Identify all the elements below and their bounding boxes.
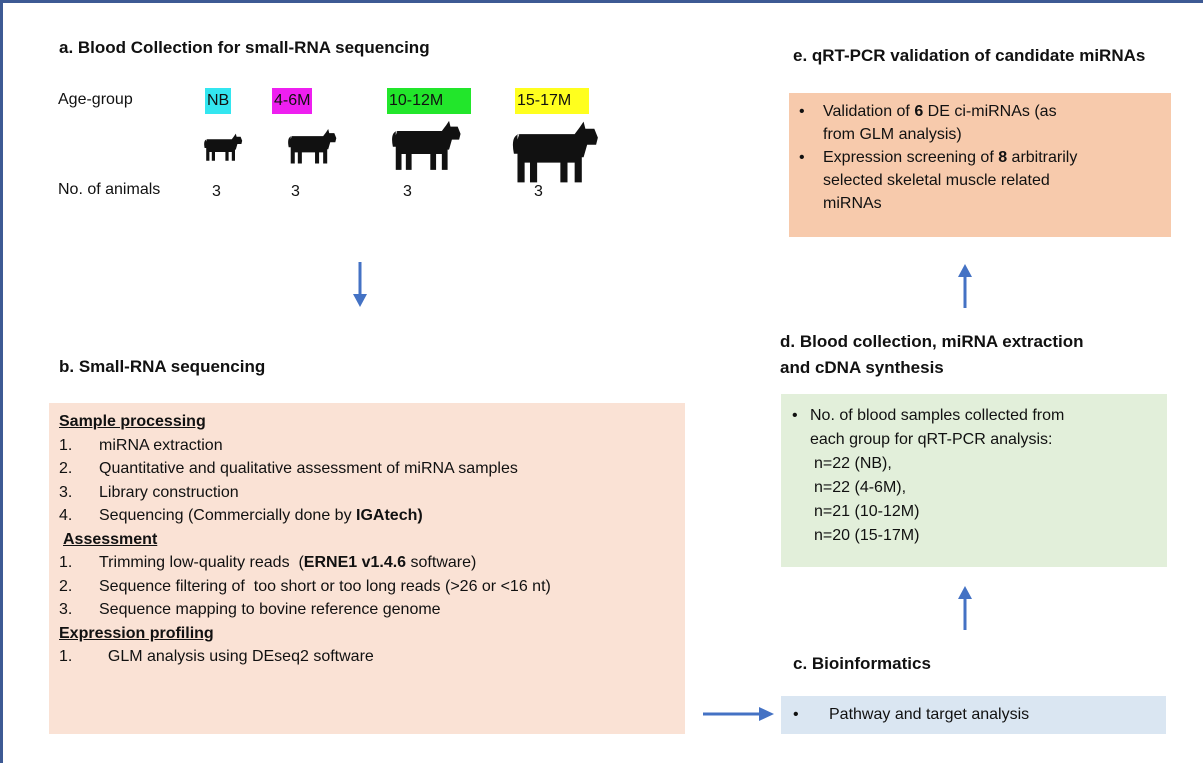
arrow-c-to-d bbox=[958, 586, 972, 630]
sample-count: n=22 (NB), bbox=[814, 455, 892, 472]
list-item: 1.Trimming low-quality reads (ERNE1 v1.4… bbox=[59, 554, 477, 571]
cow-4-6m-icon bbox=[288, 129, 337, 164]
section-e-title: e. qRT-PCR validation of candidate miRNA… bbox=[793, 46, 1146, 65]
count-4-6m: 3 bbox=[291, 183, 300, 200]
arrow-d-to-e bbox=[958, 264, 972, 308]
arrow-b-to-c bbox=[703, 707, 774, 721]
cow-nb-icon bbox=[204, 133, 243, 161]
cow-10-12m-icon bbox=[392, 120, 461, 170]
qrt-pcr-validation-box: •Validation of 6 DE ci-miRNAs (as from G… bbox=[789, 93, 1171, 237]
arrow-a-to-b bbox=[353, 262, 367, 307]
sample-count: n=22 (4-6M), bbox=[814, 479, 907, 496]
list-item: 3.Library construction bbox=[59, 483, 239, 501]
expression-profiling-heading: Expression profiling bbox=[59, 624, 214, 642]
section-c-title: c. Bioinformatics bbox=[793, 654, 931, 673]
animals-label: No. of animals bbox=[58, 181, 161, 198]
cow-15-17m-icon bbox=[512, 121, 598, 183]
count-10-12m: 3 bbox=[403, 183, 412, 200]
section-a-title: a. Blood Collection for small-RNA sequen… bbox=[59, 38, 430, 57]
tag-4-6m: 4-6M bbox=[272, 88, 313, 114]
blood-collection-box: •No. of blood samples collected from eac… bbox=[781, 394, 1167, 567]
age-group-label: Age-group bbox=[58, 91, 133, 108]
bullet: • bbox=[793, 706, 799, 723]
count-15-17m: 3 bbox=[534, 183, 543, 200]
list-item: 1. GLM analysis using DEseq2 software bbox=[59, 648, 374, 665]
list-item: 3.Sequence mapping to bovine reference g… bbox=[59, 601, 441, 618]
list-item: 4.Sequencing (Commercially done by IGAte… bbox=[59, 507, 423, 524]
section-b-title: b. Small-RNA sequencing bbox=[59, 357, 266, 376]
tag-15-17m: 15-17M bbox=[515, 88, 589, 114]
list-item: 2.Sequence filtering of too short or too… bbox=[59, 577, 551, 595]
assessment-heading: Assessment bbox=[63, 530, 158, 548]
tag-nb: NB bbox=[205, 88, 232, 114]
count-nb: 3 bbox=[212, 183, 221, 200]
pathway-analysis-item: Pathway and target analysis bbox=[829, 706, 1030, 723]
tag-10-12m: 10-12M bbox=[387, 88, 471, 114]
bioinformatics-box: • Pathway and target analysis bbox=[781, 696, 1166, 734]
section-d-title: d. Blood collection, miRNA extraction an… bbox=[780, 332, 1084, 377]
sample-count: n=21 (10-12M) bbox=[814, 503, 920, 520]
small-rna-sequencing-box: Sample processing 1.miRNA extraction 2.Q… bbox=[49, 403, 685, 734]
list-item: 1.miRNA extraction bbox=[59, 436, 223, 454]
sample-count: n=20 (15-17M) bbox=[814, 527, 920, 544]
list-item: 2.Quantitative and qualitative assessmen… bbox=[59, 460, 518, 477]
sample-processing-heading: Sample processing bbox=[59, 413, 206, 430]
